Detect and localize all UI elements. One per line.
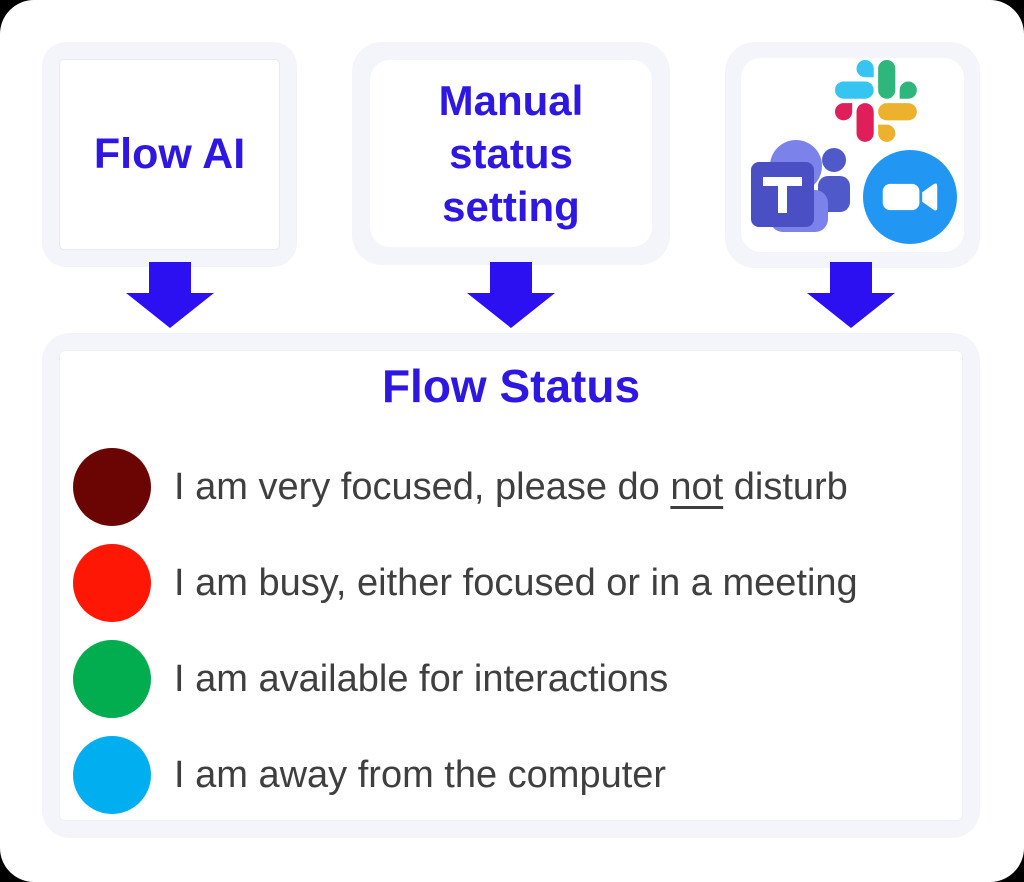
flow-status-panel: Flow Status I am very focused, please do… [42, 333, 980, 838]
status-text: I am busy, either focused or in a meetin… [174, 562, 858, 605]
zoom-icon [863, 150, 957, 244]
status-text-underlined: not [670, 465, 724, 508]
manual-status-label-line: Manual [438, 77, 584, 124]
status-text: I am away from the computer [174, 754, 666, 797]
status-dot-dark-red [73, 448, 151, 526]
status-text-before: I am very focused, please do [174, 465, 671, 508]
status-dot-green [73, 640, 151, 718]
down-arrow-icon [126, 262, 214, 328]
flow-ai-label: Flow AI [93, 130, 246, 178]
teams-icon [751, 140, 850, 232]
status-text-before: I am away from the computer [174, 753, 667, 796]
integrations-box-inner [741, 58, 964, 252]
status-dot-cyan [73, 736, 151, 814]
status-row-away: I am away from the computer [73, 734, 954, 816]
status-text: I am very focused, please do not disturb [174, 466, 848, 509]
manual-status-label-line: setting [442, 183, 580, 230]
status-text-before: I am busy, either focused or in a meetin… [174, 561, 858, 604]
flow-status-title: Flow Status [381, 360, 641, 412]
slack-icon [835, 60, 917, 142]
manual-status-box: Manual status setting [352, 42, 670, 265]
down-arrow-icon [467, 262, 555, 328]
status-row-do-not-disturb: I am very focused, please do not disturb [73, 446, 954, 528]
flow-ai-box: Flow AI [42, 42, 297, 267]
integrations-box [725, 42, 980, 268]
status-row-available: I am available for interactions [73, 638, 954, 720]
flow-ai-box-inner: Flow AI [59, 59, 280, 250]
status-text-before: I am available for interactions [174, 657, 669, 700]
status-dot-red [73, 544, 151, 622]
manual-status-label-line: status [449, 130, 573, 177]
flow-status-panel-inner: Flow Status I am very focused, please do… [59, 350, 963, 821]
status-text: I am available for interactions [174, 658, 668, 701]
status-row-busy: I am busy, either focused or in a meetin… [73, 542, 954, 624]
status-text-after: disturb [723, 465, 848, 508]
down-arrow-icon [807, 262, 895, 328]
manual-status-box-inner: Manual status setting [370, 60, 652, 247]
